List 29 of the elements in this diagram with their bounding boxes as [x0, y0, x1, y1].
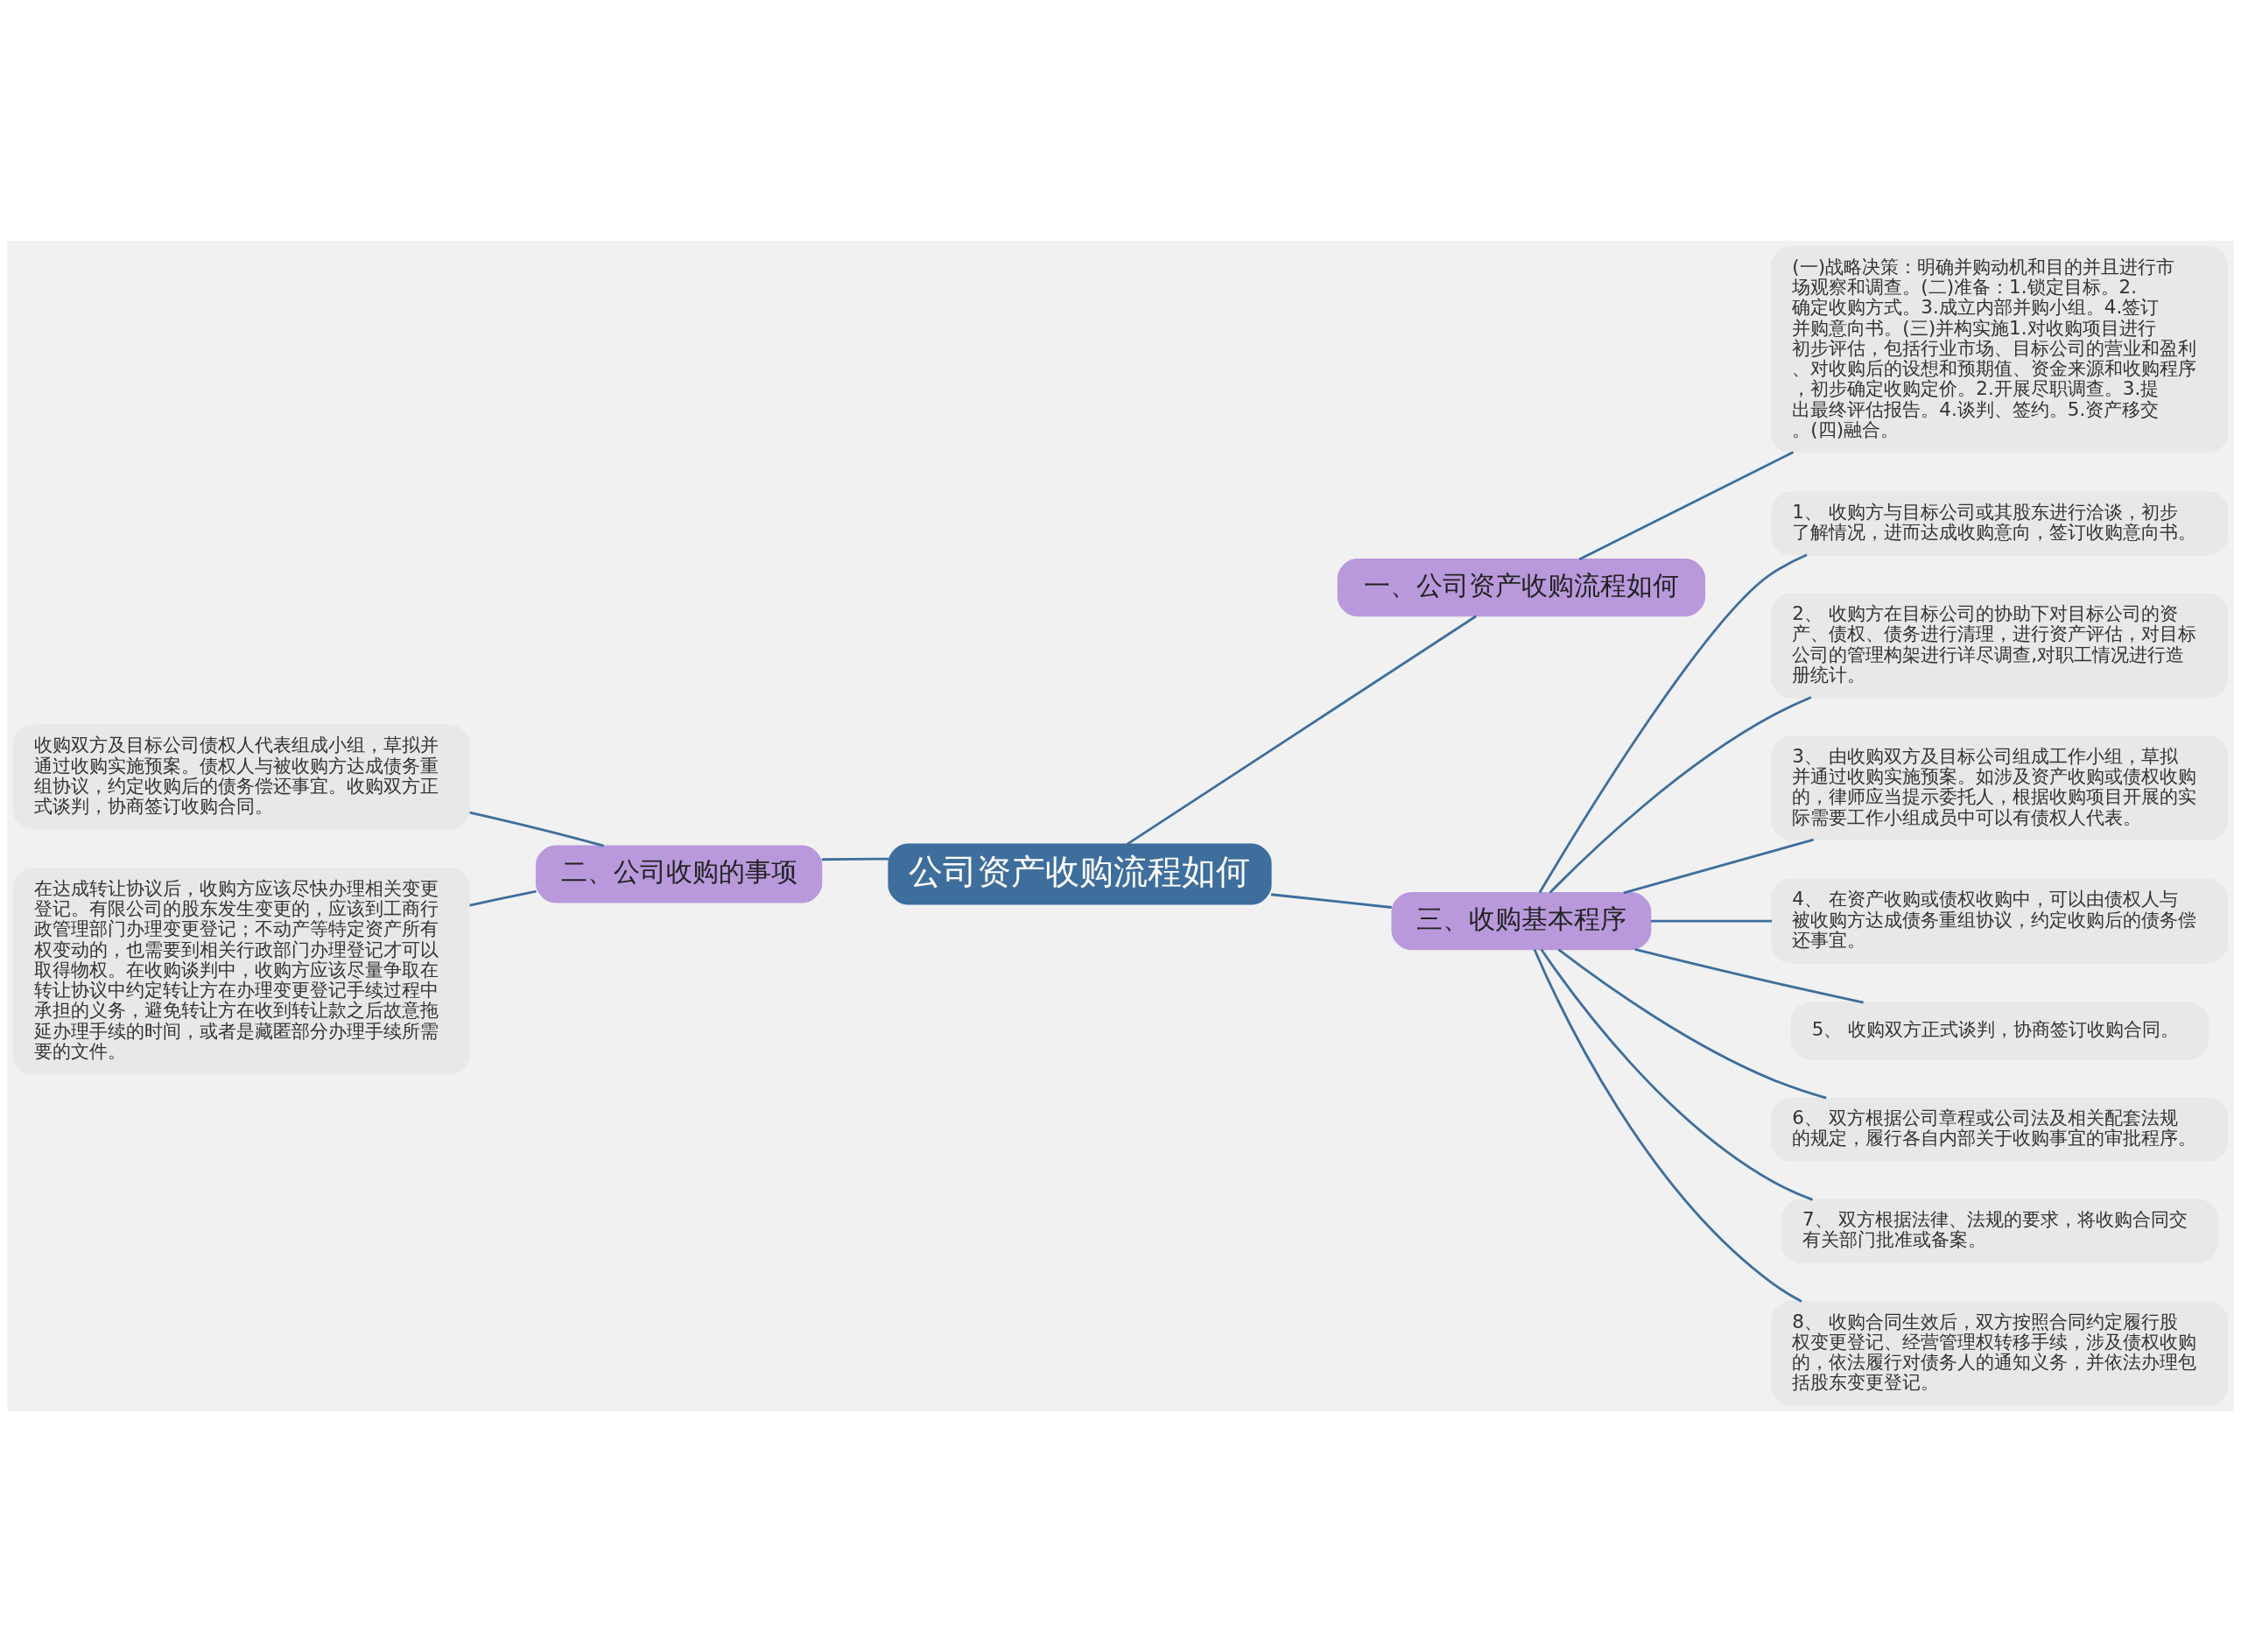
- connector: [1533, 948, 1802, 1303]
- node-box: (一)战略决策：明确并购动机和目的并且进行市场观察和调查。(二)准备：1.锁定目标。2.确定收购方式。3.成立内部并购小组。4.签订并购意向书。(三)并构实施1.对收购项目进行初步评估，包括行业市场、目标公司的营业和盈利、对收购后的设想和预期值、资金来源和收购程序，初步确定收购定价。2.开展尽职调查。3.提出最终评估报告。4.谈判、签约。5.资产移交。(四)融合。: [1771, 246, 2229, 453]
- connector: [821, 857, 889, 861]
- connector: [1549, 696, 1812, 894]
- connector: [469, 811, 605, 847]
- node-box: 2、 收购方在目标公司的协助下对目标公司的资产、债权、债务进行清理，进行资产评估，对目标公司的管理构架进行详尽调查,对职工情况进行造册统计。: [1771, 593, 2229, 699]
- node-box: 三、收购基本程序: [1391, 892, 1652, 951]
- node-box: 二、公司收购的事项: [535, 845, 823, 903]
- connector: [1650, 919, 1773, 923]
- connector: [1126, 615, 1478, 846]
- node-box: 一、公司资产收购流程如何: [1337, 559, 1706, 617]
- node-box: 8、 收购合同生效后，双方按照合同约定履行股权变更登记、经营管理权转移手续，涉及债权收购的，依法履行对债务人的通知义务，并依法办理包括股东变更登记。: [1771, 1300, 2229, 1406]
- connector: [1538, 553, 1808, 894]
- node-box: 3、 由收购双方及目标公司组成工作小组，草拟并通过收购实施预案。如涉及资产收购或债权收购的，律师应当提示委托人，根据收购项目开展的实际需要工作小组成员中可以有债权人代表。: [1771, 735, 2229, 841]
- node-box: 5、 收购双方正式谈判，协商签订收购合同。: [1790, 1002, 2209, 1060]
- connector: [1623, 838, 1815, 895]
- connector: [1578, 451, 1795, 561]
- node-box: 1、 收购方与目标公司或其股东进行洽谈，初步了解情况，进而达成收购意向，签订收购意向书。: [1771, 491, 2229, 556]
- connector: [1557, 948, 1827, 1100]
- connector: [1540, 948, 1814, 1201]
- connector: [469, 889, 537, 907]
- node-box: 4、 在资产收购或债权收购中，可以由债权人与被收购方达成债务重组协议，约定收购后的债务偿还事宜。: [1771, 878, 2229, 964]
- node-box: 6、 双方根据公司章程或公司法及相关配套法规的规定，履行各自内部关于收购事宜的审批程序。: [1771, 1097, 2229, 1162]
- connector: [1634, 948, 1864, 1004]
- node-box: 公司资产收购流程如何: [888, 843, 1272, 905]
- node-box: 在达成转让协议后，收购方应该尽快办理相关变更登记。有限公司的股东发生变更的，应该到工商行政管理部门办理变更登记；不动产等特定资产所有权变动的，也需要到相关行政部门办理登记才可以取得物权。在收购谈判中，收购方应该尽量争取在转让协议中约定转让方在办理变更登记手续过程中承担的义务，避免转让方在收到转让款之后故意拖延办理手续的时间，或者是藏匿部分办理手续所需要的文件。: [12, 868, 470, 1075]
- node-box: 7、 双方根据法律、法规的要求，将收购合同交有关部门批准或备案。: [1781, 1199, 2218, 1263]
- node-box: 收购双方及目标公司债权人代表组成小组，草拟并通过收购实施预案。债权人与被收购方达成债务重组协议，约定收购后的债务偿还事宜。收购双方正式谈判，协商签订收购合同。: [12, 724, 470, 830]
- connector: [1270, 893, 1392, 909]
